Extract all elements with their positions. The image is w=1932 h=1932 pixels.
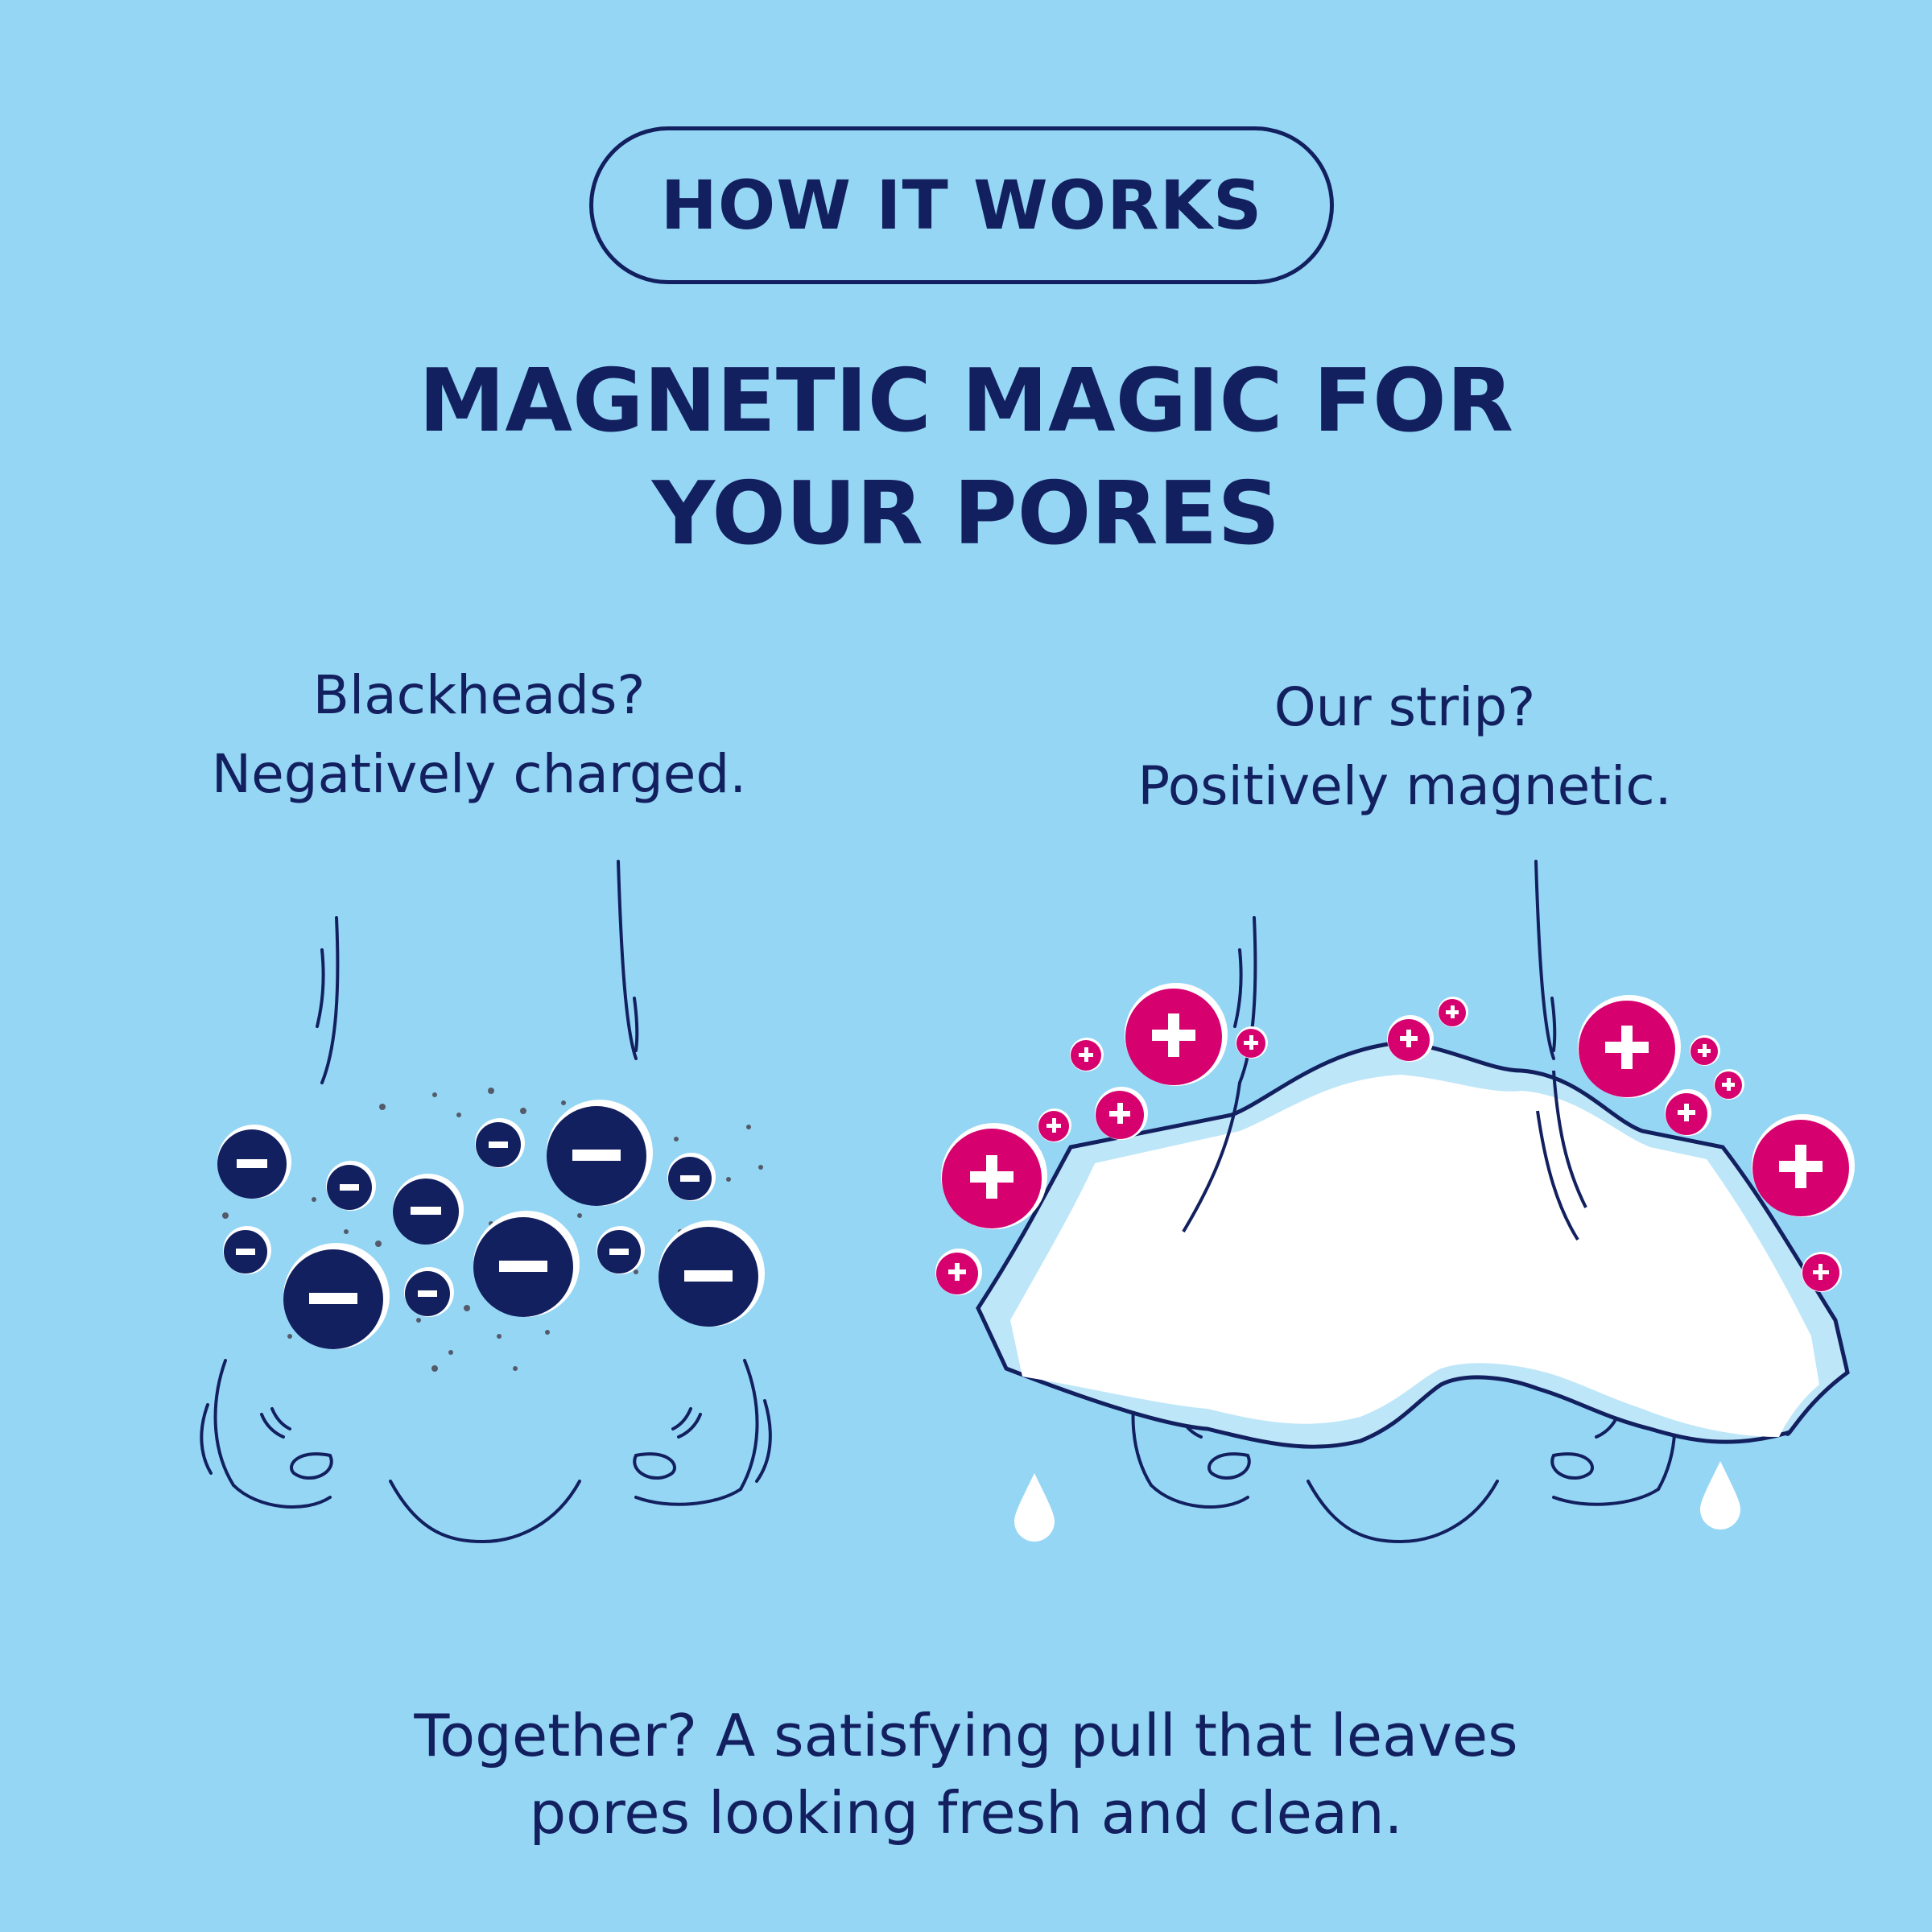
minus-charge-icon [404,1267,454,1317]
minus-charge-icon [473,1211,580,1317]
minus-charge-icon [547,1100,653,1206]
plus-charge-icon [1095,1087,1148,1140]
plus-charge-icon [1125,983,1228,1086]
plus-charge-icon [1387,1015,1434,1062]
left-caption-line-2: Negatively charged. [211,743,747,805]
plus-charge-icon [1438,997,1468,1027]
droplets [1014,1461,1740,1542]
left-nose-illustration [200,860,772,1544]
plus-charge-icon [1038,1108,1071,1142]
minus-charge-icon [597,1226,645,1274]
minus-charge-icon [393,1174,464,1245]
minus-charge-icon [658,1220,765,1327]
headline-line-1: MAGNETIC MAGIC FOR [418,351,1514,452]
plus-charge-icon [935,1249,982,1295]
plus-charge-icon [1802,1252,1842,1292]
minus-charges [217,1100,765,1349]
minus-charge-icon [667,1153,716,1201]
right-caption-line-2: Positively magnetic. [1137,755,1672,817]
plus-charge-icon [1714,1069,1744,1100]
plus-charge-icon [941,1123,1047,1229]
minus-charge-icon [223,1226,271,1274]
right-caption-line-1: Our strip? [1274,676,1536,738]
plus-charges [935,983,1855,1295]
minus-charge-icon [475,1118,525,1168]
droplet-icon [1700,1461,1740,1530]
badge-label: HOW IT WORKS [660,166,1263,245]
minus-charge-icon [283,1243,390,1349]
how-it-works-badge: HOW IT WORKS [589,126,1334,284]
plus-charge-icon [1236,1026,1268,1059]
minus-charge-icon [217,1125,291,1199]
footer-line-1: Together? A satisfying pull that leaves [414,1702,1518,1769]
droplet-icon [1014,1473,1055,1542]
plus-charge-icon [1070,1038,1104,1071]
pore-strip-illustration [976,1040,1850,1449]
plus-charge-icon [1578,995,1681,1098]
headline-line-2: YOUR PORES [651,464,1281,564]
left-caption: Blackheads? Negatively charged. [153,656,805,814]
minus-charge-icon [326,1161,376,1211]
footer-line-2: pores looking fresh and clean. [529,1779,1403,1847]
left-caption-line-1: Blackheads? [312,664,646,726]
plus-charge-icon [1752,1114,1855,1217]
plus-charge-icon [1690,1035,1720,1066]
plus-charge-icon [1665,1089,1711,1136]
right-caption: Our strip? Positively magnetic. [1079,668,1731,826]
